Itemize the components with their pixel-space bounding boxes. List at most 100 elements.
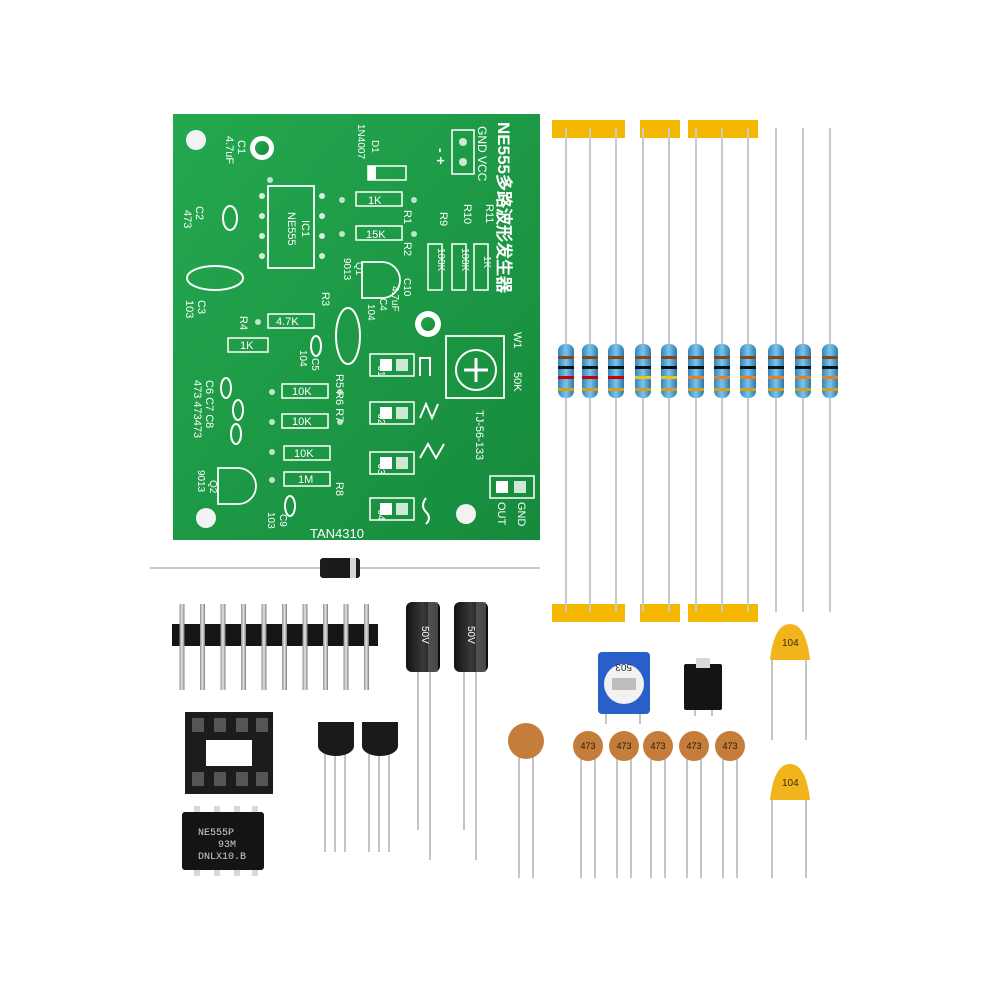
label-r1: R1: [401, 210, 413, 224]
power-pins: - +: [433, 148, 449, 165]
transistor-q2: [362, 722, 398, 852]
mount-hole: [196, 508, 216, 528]
ceramic-cap-label: 473: [722, 741, 737, 751]
label-c9-val: 103: [265, 512, 276, 529]
resistor: [822, 128, 838, 612]
label-c4: C4: [377, 298, 388, 311]
pcb-title: NE555多路波形发生器: [494, 122, 514, 294]
r8-value: 1M: [298, 474, 313, 486]
label-c1-val: 4.7uF: [223, 136, 235, 164]
label-gnd: GND: [515, 502, 527, 527]
header-pin: [261, 604, 267, 690]
ceramic-cap-large: [508, 723, 544, 878]
label-j4: J4: [375, 510, 386, 521]
trimpot: 503: [598, 652, 650, 724]
r7-value: 10K: [294, 448, 314, 460]
label-j1: J1: [375, 366, 386, 377]
resistor: [558, 128, 574, 612]
resistor: [688, 128, 704, 612]
r10-value: 100K: [459, 248, 470, 272]
header-pin: [343, 604, 349, 690]
chip-line-3: DNLX10.B: [198, 852, 246, 863]
header-pin: [220, 604, 226, 690]
resistor: [661, 128, 677, 612]
label-c3: C3: [195, 300, 207, 314]
label-d1-val: 1N4007: [355, 124, 366, 159]
electrolytic-cap: 50V: [454, 602, 488, 860]
resistor: [740, 128, 756, 612]
mount-hole: [186, 130, 206, 150]
label-r10: R10: [461, 204, 473, 224]
label-pot-val: 50K: [511, 372, 523, 392]
ceramic-cap-473: 473: [573, 731, 603, 878]
resistor-strip: [552, 120, 838, 622]
resistor: [608, 128, 624, 612]
label-r8: R8: [333, 482, 345, 496]
label-c5-val: 104: [297, 350, 308, 367]
trimpot-label: 503: [615, 661, 632, 672]
label-c2: C2: [193, 206, 205, 220]
label-c6-c8-val: 473 473473: [191, 380, 203, 438]
transistor-q1: [318, 722, 354, 852]
label-j2: J2: [375, 414, 386, 425]
ceramic-cap-label: 473: [686, 741, 701, 751]
r9-value: 100K: [435, 248, 446, 272]
label-out: OUT: [495, 502, 507, 526]
r4-value: 1K: [240, 340, 254, 352]
elec-cap-label: 50V: [419, 626, 430, 644]
ceramic-cap-473: 473: [679, 731, 709, 878]
resistor: [768, 128, 784, 612]
label-q1-val: 9013: [341, 258, 352, 281]
pin-header: [172, 604, 378, 690]
resistor: [635, 128, 651, 612]
label-r2: R2: [401, 242, 413, 256]
header-pin: [241, 604, 246, 690]
resistor: [795, 128, 811, 612]
label-r3: R3: [319, 292, 331, 306]
label-c2-val: 473: [181, 210, 193, 228]
label-c5: C5: [309, 358, 320, 371]
mount-hole: [456, 504, 476, 524]
header-pin: [179, 604, 185, 690]
label-pot-ref: W1: [511, 332, 523, 349]
ne555-chip: NE555P 93M DNLX10.B: [182, 806, 264, 876]
label-c4-val: 104: [365, 304, 376, 321]
label-c1: C1: [235, 140, 247, 154]
diode-1n4007: [150, 558, 540, 578]
ceramic-cap-label: 473: [616, 741, 631, 751]
label-pot-model: TJ-56-133: [473, 410, 485, 460]
label-q2: Q2: [207, 480, 218, 494]
r3-value: 4.7K: [276, 316, 299, 328]
header-pin: [323, 604, 328, 690]
resistor: [582, 128, 598, 612]
elec-cap-label: 50V: [465, 626, 476, 644]
yellow-cap: 104: [770, 764, 810, 878]
chip-line-2: 93M: [218, 840, 236, 851]
label-r5-r7: R5 R6 R7: [333, 374, 345, 422]
jumper-cap: [684, 658, 722, 716]
ceramic-cap-label: 473: [650, 741, 665, 751]
label-r11: R11: [483, 204, 495, 223]
r5-value: 10K: [292, 386, 312, 398]
label-c3-val: 103: [183, 300, 195, 318]
header-pin: [282, 604, 287, 690]
label-c10: C10: [401, 278, 412, 297]
yellow-cap: 104: [770, 624, 810, 740]
label-c9: C9: [277, 514, 288, 527]
header-pin: [200, 604, 205, 690]
header-pin: [364, 604, 369, 690]
label-j3: J3: [375, 464, 386, 475]
power-label: GND VCC: [475, 126, 489, 182]
ic-socket: [185, 712, 273, 794]
label-q1: Q1: [353, 262, 364, 276]
label-c10-val: 4.7uF: [389, 286, 400, 312]
label-ic-name: NE555: [285, 212, 297, 246]
resistor: [714, 128, 730, 612]
ceramic-cap-473: 473: [643, 731, 673, 878]
board-code: TAN4310: [310, 526, 364, 541]
label-q2-val: 9013: [195, 470, 206, 493]
r1-value: 1K: [368, 195, 382, 207]
ceramic-cap-473: 473: [609, 731, 639, 878]
r6-value: 10K: [292, 416, 312, 428]
